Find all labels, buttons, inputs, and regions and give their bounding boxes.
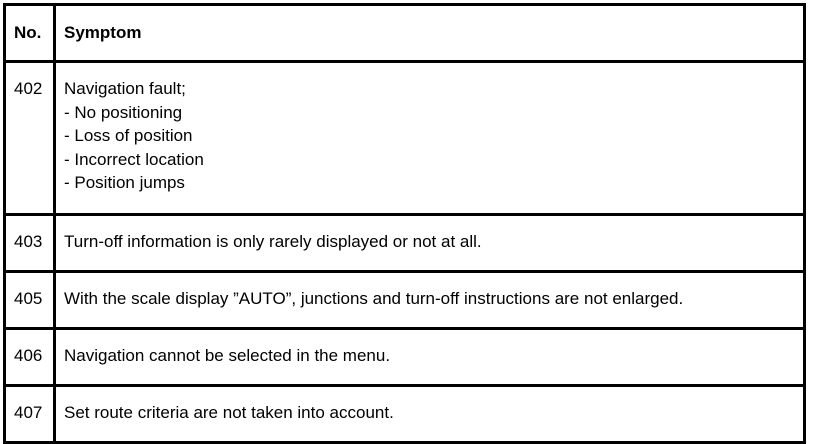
row-number-cell: 407 — [3, 384, 56, 444]
table-header-row: No. Symptom — [3, 3, 806, 63]
table-row: 402 Navigation fault; - No positioning -… — [3, 60, 806, 216]
table-row: 406 Navigation cannot be selected in the… — [3, 327, 806, 387]
row-number: 405 — [14, 289, 43, 308]
symptom-text: Navigation fault; — [64, 79, 186, 98]
symptom-text: - Position jumps — [64, 173, 185, 192]
symptom-text: - No positioning — [64, 102, 183, 122]
symptom-table: No. Symptom 402 Navigation fault; - No p… — [3, 3, 806, 444]
row-number: 403 — [14, 232, 43, 251]
header-no: No. — [3, 3, 56, 63]
table-row: 405 With the scale display ”AUTO”, junct… — [3, 270, 806, 330]
symptom-text: - Incorrect location — [64, 149, 204, 169]
symptom-text: Turn-off information is only rarely disp… — [64, 232, 482, 251]
symptom-cell: With the scale display ”AUTO”, junctions… — [53, 270, 806, 330]
symptom-text: - Loss of position — [64, 126, 193, 145]
row-number-cell: 406 — [3, 327, 56, 387]
symptom-text: With the scale display ”AUTO”, junctions… — [64, 289, 684, 308]
table-row: 407 Set route criteria are not taken int… — [3, 384, 806, 444]
symptom-cell: Set route criteria are not taken into ac… — [53, 384, 806, 444]
row-number-cell: 405 — [3, 270, 56, 330]
symptom-text: Navigation cannot be selected in the men… — [64, 346, 391, 365]
symptom-cell: Navigation cannot be selected in the men… — [53, 327, 806, 387]
row-number: 406 — [14, 346, 43, 365]
symptom-cell: Navigation fault; - No positioning - Los… — [53, 60, 806, 216]
header-symptom-label: Symptom — [64, 23, 142, 43]
table-row: 403 Turn-off information is only rarely … — [3, 213, 806, 273]
header-symptom: Symptom — [53, 3, 806, 63]
row-number-cell: 403 — [3, 213, 56, 273]
row-number: 407 — [14, 403, 43, 422]
row-number-cell: 402 — [3, 60, 56, 216]
symptom-text: Set route criteria are not taken into ac… — [64, 403, 394, 422]
header-no-label: No. — [14, 23, 42, 43]
row-number: 402 — [14, 79, 43, 98]
symptom-cell: Turn-off information is only rarely disp… — [53, 213, 806, 273]
